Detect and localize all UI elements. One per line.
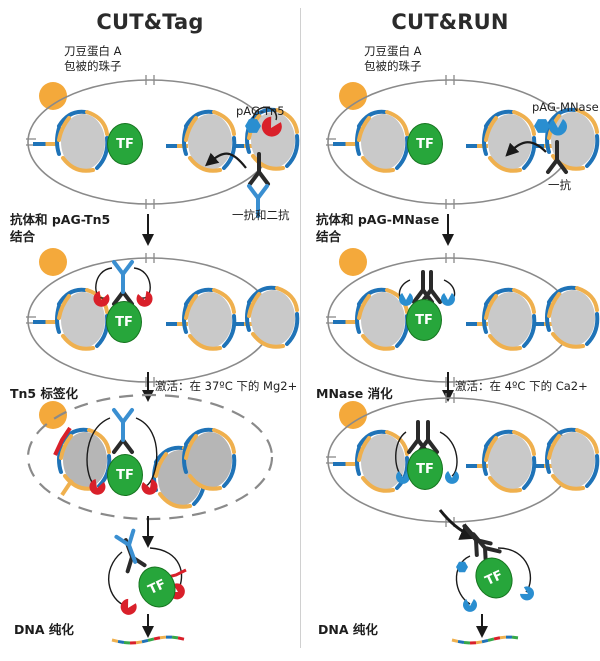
mnase-enzyme — [445, 471, 459, 484]
step-binding-line1: 抗体和 pAG-Tn5 — [10, 211, 110, 228]
cut-run-bead-label: 刀豆蛋白 A 包被的珠子 — [364, 44, 422, 74]
nucleosome — [184, 112, 234, 171]
dna-segment — [482, 640, 488, 641]
purified-dna-fragment — [112, 637, 184, 643]
dna-segment — [500, 637, 506, 638]
step-binding-line2: 结合 — [316, 228, 439, 245]
purified-dna-fragment — [452, 637, 518, 643]
cut-tag-step-purification: DNA 纯化 — [14, 621, 74, 638]
dna-segment — [142, 640, 148, 641]
dna-segment — [172, 637, 178, 638]
cut-run-step-digestion: MNase 消化 — [316, 385, 393, 402]
step-binding-line2: 结合 — [10, 228, 110, 245]
dna-segment — [494, 638, 500, 639]
nucleosome — [547, 430, 597, 489]
step-binding-line1: 抗体和 pAG-MNase — [316, 211, 439, 228]
concanavalin-bead — [339, 401, 367, 429]
tf-protein: TF — [107, 123, 143, 165]
concanavalin-bead — [39, 248, 67, 276]
tf-protein: TF — [406, 299, 442, 341]
dna-segment — [512, 637, 518, 638]
enzyme-body — [118, 597, 139, 618]
concanavalin-bead — [339, 82, 367, 110]
tf-protein: TF — [407, 123, 443, 165]
antibody-arms — [114, 410, 132, 440]
panel-divider — [300, 8, 301, 648]
dna-segment — [154, 638, 160, 639]
mnase-enzyme — [463, 599, 477, 612]
mnase-enzyme — [518, 584, 536, 603]
cut-tag-enzyme-label: pAG-Tn5 — [236, 104, 285, 119]
dna-segment — [476, 642, 482, 643]
enzyme-body — [441, 293, 455, 306]
secondary-antibody — [114, 262, 132, 292]
bead-label-line2: 包被的珠子 — [64, 59, 122, 74]
nucleosome — [59, 430, 109, 489]
dna-segment — [148, 639, 154, 640]
cut-tag-title: CUT&Tag — [0, 10, 300, 34]
cut-tag-antibody-label: 一抗和二抗 — [232, 208, 290, 223]
tn5-enzyme — [135, 290, 155, 309]
tether-line — [109, 552, 126, 606]
nucleosome — [247, 288, 297, 347]
bead-label-line1: 刀豆蛋白 A — [364, 44, 422, 59]
tn5-enzyme — [118, 597, 139, 618]
enzyme-body — [140, 478, 160, 497]
antibody-arms — [114, 262, 132, 292]
cut-tag-activation-condition: 激活：在 37ºC 下的 Mg2+ — [155, 378, 297, 394]
cut-tag-step-tagmentation: Tn5 标签化 — [10, 385, 78, 402]
nucleosome — [484, 290, 534, 349]
nucleosome — [57, 112, 107, 171]
dna-segment — [458, 641, 464, 642]
tn5-enzyme — [140, 478, 160, 497]
cut-run-enzyme-label: pAG-MNase — [532, 100, 599, 115]
dna-segment — [160, 637, 166, 638]
concanavalin-bead — [39, 401, 67, 429]
enzyme-body — [463, 599, 477, 612]
cut-run-title: CUT&RUN — [300, 10, 600, 34]
tf-protein: TF — [107, 454, 143, 496]
dna-segment — [112, 640, 118, 641]
tf-protein: TF — [407, 448, 443, 490]
dna-segment — [488, 639, 494, 640]
cut-run-antibody-label: 一抗 — [548, 178, 571, 193]
cut-dna — [62, 480, 72, 495]
cut-run-activation-condition: 激活：在 4ºC 下的 Ca2+ — [455, 378, 588, 394]
nucleosome — [184, 430, 234, 489]
cut-tag-step-binding: 抗体和 pAG-Tn5 结合 — [10, 211, 110, 245]
bead-label-line2: 包被的珠子 — [364, 59, 422, 74]
tf-protein: TF — [106, 301, 142, 343]
enzyme-body — [518, 584, 536, 603]
dna-segment — [178, 638, 184, 639]
mnase-enzyme — [441, 293, 455, 306]
dna-segment — [136, 642, 142, 643]
nucleosome — [484, 432, 534, 491]
nucleosome — [184, 290, 234, 349]
secondary-antibody — [114, 410, 132, 440]
nucleosome — [357, 112, 407, 171]
concanavalin-bead — [339, 248, 367, 276]
cut-run-step-binding: 抗体和 pAG-MNase 结合 — [316, 211, 439, 245]
nucleosome — [547, 288, 597, 347]
enzyme-body — [445, 471, 459, 484]
cut-run-step-purification: DNA 纯化 — [318, 621, 378, 638]
cut-tag-bead-label: 刀豆蛋白 A 包被的珠子 — [64, 44, 122, 74]
bead-label-line1: 刀豆蛋白 A — [64, 44, 122, 59]
concanavalin-bead — [39, 82, 67, 110]
dna-segment — [118, 641, 124, 642]
dna-segment — [452, 640, 458, 641]
enzyme-body — [135, 290, 155, 309]
